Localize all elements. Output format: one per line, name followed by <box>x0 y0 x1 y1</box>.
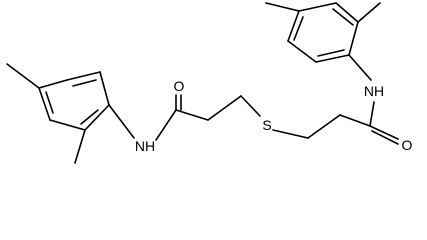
chain-bond <box>207 95 242 121</box>
aromatic-double-bond <box>80 109 99 125</box>
methyl-bond-para <box>265 2 300 12</box>
n-aryl-bond <box>348 54 372 81</box>
bond <box>315 54 350 63</box>
bond <box>287 40 317 63</box>
aromatic-double-bond <box>317 49 345 57</box>
bond <box>348 21 359 56</box>
n-aryl-bond <box>108 104 135 139</box>
bond <box>335 2 359 23</box>
bond <box>66 71 101 81</box>
right-aryl-ring <box>287 2 359 63</box>
left-amide-chain <box>108 94 261 141</box>
left-nh-label: NH <box>135 138 155 154</box>
bond <box>287 10 300 42</box>
sulfur-label: S <box>262 117 271 133</box>
bond <box>38 87 51 121</box>
bond <box>298 2 337 12</box>
left-methyl-groups <box>6 63 86 164</box>
chain-bond <box>240 95 261 117</box>
chain-bond <box>307 114 341 139</box>
aromatic-double-bond <box>72 79 97 87</box>
bond <box>49 119 86 131</box>
bond <box>99 71 110 106</box>
right-oxygen-label: O <box>402 137 413 153</box>
chain-bond <box>175 109 209 121</box>
chain-bond <box>339 114 371 127</box>
methyl-bond-ortho <box>357 2 381 23</box>
aromatic-double-bond <box>45 91 54 114</box>
left-oxygen-label: O <box>174 78 185 94</box>
left-aryl-ring <box>38 71 110 131</box>
bond <box>84 104 110 131</box>
carbonyl-bond <box>369 125 399 140</box>
amide-cn-bond <box>369 101 375 127</box>
aromatic-double-bond <box>293 16 304 41</box>
aromatic-double-bond <box>332 8 354 26</box>
chain-bond <box>272 129 309 139</box>
methyl-bond-ortho <box>74 129 86 164</box>
methyl-bond-para <box>6 63 40 89</box>
right-nh-label: NH <box>364 83 384 99</box>
bond <box>38 79 68 89</box>
molecule-diagram: NH O S NH O <box>6 2 413 164</box>
amide-cn-bond <box>155 109 177 141</box>
right-methyl-groups <box>265 2 381 23</box>
carbonyl-double-bond <box>371 130 399 145</box>
right-amide-chain <box>272 54 399 145</box>
